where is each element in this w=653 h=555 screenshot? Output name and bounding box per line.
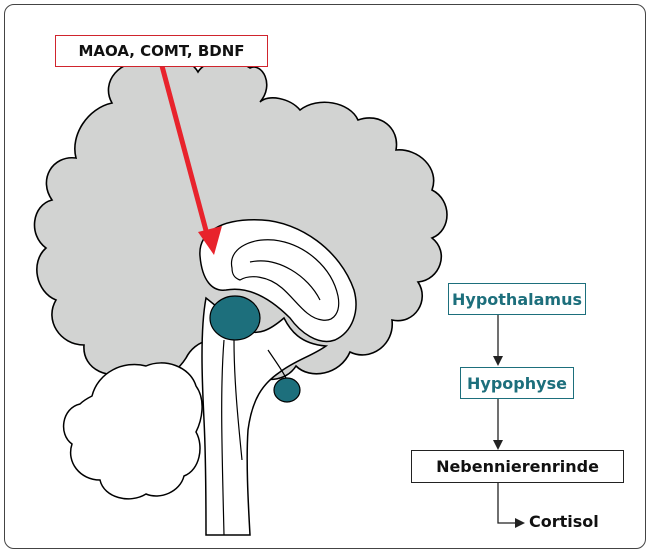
nebennierenrinde-box: Nebennierenrinde (411, 450, 624, 483)
arrow-1-head (493, 356, 503, 366)
thalamus (210, 296, 260, 340)
gene-label-box: MAOA, COMT, BDNF (55, 35, 268, 67)
pituitary (274, 378, 300, 402)
arrow-2-head (493, 440, 503, 450)
hypophyse-box: Hypophyse (460, 367, 574, 399)
arrow-3-shaft (498, 483, 516, 523)
cerebellum (64, 363, 203, 499)
arrow-3-head (515, 518, 525, 528)
cortisol-label: Cortisol (529, 512, 599, 531)
hypothalamus-box: Hypothalamus (448, 283, 586, 315)
